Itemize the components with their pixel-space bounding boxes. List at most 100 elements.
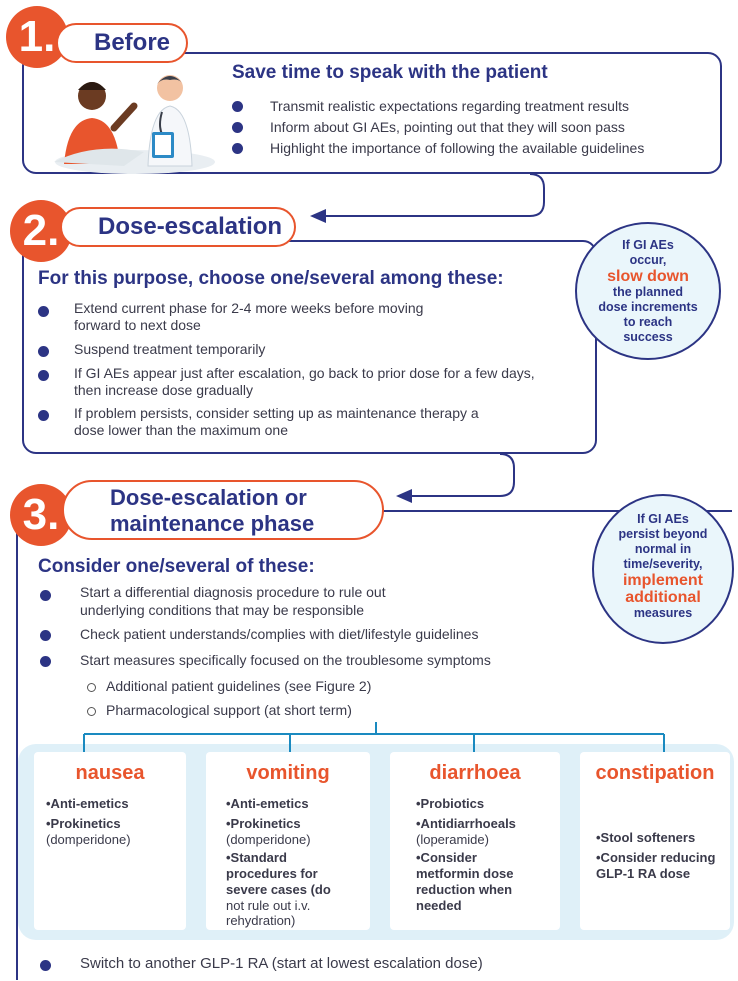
step3-bubble-line1: If GI AEs <box>637 512 689 526</box>
diarrhoea-item-2: •Antidiarrhoeals <box>416 816 516 831</box>
diarrhoea-item-3d-text: needed <box>416 898 462 913</box>
diarrhoea-item-3c-text: reduction when <box>416 882 513 897</box>
step3-bullet-2: Check patient understands/complies with … <box>80 626 479 642</box>
step3-bubble-line4: time/severity, <box>623 557 703 571</box>
constipation-item-1: •Stool softeners <box>596 830 695 845</box>
step2-bullet-1a: Extend current phase for 2-4 more weeks … <box>74 300 424 316</box>
symptom-title-constipation: constipation <box>595 762 715 784</box>
diarrhoea-item-3b-text: metformin dose <box>416 866 514 881</box>
doctor-patient-illustration <box>54 75 215 174</box>
vomiting-item-1: •Anti-emetics <box>226 796 309 811</box>
vomiting-item-3c-text: severe cases (do <box>226 882 331 897</box>
step2-bubble-line4: dose increments <box>598 300 698 314</box>
step3-heading: Consider one/several of these: <box>38 556 315 577</box>
step2-bullet-4a: If problem persists, consider setting up… <box>74 405 479 421</box>
symptom-title-vomiting: vomiting <box>246 762 330 784</box>
step2-bubble-line1: If GI AEs <box>622 238 674 252</box>
step3-bullet-1-dot <box>40 590 51 601</box>
vomiting-item-2-detail: (domperidone) <box>226 832 311 847</box>
symptom-title-nausea: nausea <box>75 762 145 784</box>
step2-bullet-2-dot <box>38 346 49 357</box>
constipation-item-2b: GLP-1 RA dose <box>596 866 690 881</box>
vomiting-item-1-text: •Anti-emetics <box>226 796 309 811</box>
step2-panel <box>22 240 597 454</box>
step3-sub-bullet-1-ring <box>87 683 96 692</box>
step2-bullet-3-dot <box>38 370 49 381</box>
vomiting-item-3b: procedures for <box>226 866 318 881</box>
step3-title-line2: maintenance phase <box>110 511 315 536</box>
symptoms-tree-connector <box>83 722 665 752</box>
step3-title-pill: Dose-escalation or maintenance phase <box>62 480 384 540</box>
step3-bullet-3-dot <box>40 656 51 667</box>
nausea-item-1: •Anti-emetics <box>46 796 129 811</box>
vomiting-item-3e: rehydration) <box>226 913 296 928</box>
step3-final-bullet-dot <box>40 960 51 971</box>
step2-slow-down-bubble: If GI AEs occur, slow down the planned d… <box>575 222 721 360</box>
vomiting-item-3b-text: procedures for <box>226 866 318 881</box>
step1-bullet-2: Inform about GI AEs, pointing out that t… <box>270 119 625 135</box>
vomiting-item-3a: •Standard <box>226 850 287 865</box>
step3-implement-bubble: If GI AEs persist beyond normal in time/… <box>592 494 734 644</box>
step2-bullet-3b: then increase dose gradually <box>74 382 254 398</box>
step1-title: Before <box>56 23 188 63</box>
step2-bubble-line2: occur, <box>629 253 667 267</box>
step3-bubble-line3: normal in <box>634 542 692 556</box>
step3-bullet-1a: Start a differential diagnosis procedure… <box>80 584 386 600</box>
step3-title-line1: Dose-escalation or <box>110 485 307 510</box>
step2-bullet-4b: dose lower than the maximum one <box>74 422 288 438</box>
vomiting-item-3a-text: •Standard <box>226 850 287 865</box>
step3-bubble-highlight2: additional <box>625 589 701 606</box>
diarrhoea-item-3d: needed <box>416 898 462 913</box>
step3-bubble-line5: measures <box>633 606 693 620</box>
constipation-item-2a-text: •Consider reducing <box>596 850 716 865</box>
nausea-item-1-text: •Anti-emetics <box>46 796 129 811</box>
symptom-tile-vomiting: vomiting •Anti-emetics •Prokinetics (dom… <box>206 752 370 930</box>
step2-number-badge: 2. <box>10 200 72 262</box>
step3-bullet-2-dot <box>40 630 51 641</box>
constipation-item-2a: •Consider reducing <box>596 850 715 865</box>
diarrhoea-item-3a: •Consider <box>416 850 477 865</box>
step3-sub-bullet-2: Pharmacological support (at short term) <box>106 702 352 718</box>
vomiting-item-2-text: •Prokinetics <box>226 816 301 831</box>
step2-bullet-4-dot <box>38 410 49 421</box>
step3-number-badge: 3. <box>10 484 72 546</box>
step3-final-bullet: Switch to another GLP-1 RA (start at low… <box>80 955 483 972</box>
constipation-item-2b-text: GLP-1 RA dose <box>596 866 691 881</box>
step3-bubble-highlight1: implement <box>622 572 703 589</box>
diarrhoea-item-3c: reduction when <box>416 882 512 897</box>
vomiting-item-2: •Prokinetics <box>226 816 301 831</box>
nausea-item-2-detail: (domperidone) <box>46 832 131 847</box>
step1-bullet-1-dot <box>232 101 243 112</box>
vomiting-item-3d: not rule out i.v. <box>226 898 311 913</box>
step2-title: Dose-escalation <box>60 207 296 247</box>
step2-bubble-highlight: slow down <box>607 268 689 285</box>
step2-bubble-line6: success <box>623 330 673 344</box>
step2-heading: For this purpose, choose one/several amo… <box>38 268 504 289</box>
nausea-item-2: •Prokinetics <box>46 816 121 831</box>
step2-bubble-line5: to reach <box>623 315 673 329</box>
connector-arrow-1-2 <box>310 173 545 223</box>
symptom-title-diarrhoea: diarrhoea <box>429 762 521 784</box>
step1-bullet-1: Transmit realistic expectations regardin… <box>270 98 629 114</box>
step3-bullet-1b: underlying conditions that may be respon… <box>80 602 365 618</box>
diarrhoea-item-2-text: •Antidiarrhoeals <box>416 816 516 831</box>
symptom-tile-diarrhoea: diarrhoea •Probiotics •Antidiarrhoeals (… <box>390 752 560 930</box>
symptom-tile-nausea: nausea •Anti-emetics •Prokinetics (dompe… <box>34 752 186 930</box>
step3-sub-bullet-2-ring <box>87 707 96 716</box>
constipation-item-1-text: •Stool softeners <box>596 830 696 845</box>
step1-bullet-2-dot <box>232 122 243 133</box>
step2-bullet-1b: forward to next dose <box>74 317 201 333</box>
nausea-item-2-text: •Prokinetics <box>46 816 121 831</box>
diarrhoea-item-2-detail: (loperamide) <box>416 832 489 847</box>
vomiting-item-3c: severe cases (do <box>226 882 331 897</box>
step2-bubble-line3: the planned <box>612 285 684 299</box>
step3-bullet-3: Start measures specifically focused on t… <box>80 652 491 668</box>
diarrhoea-item-1: •Probiotics <box>416 796 484 811</box>
step2-bullet-2: Suspend treatment temporarily <box>74 341 266 357</box>
step1-bullet-3-dot <box>232 143 243 154</box>
diarrhoea-item-3b: metformin dose <box>416 866 514 881</box>
symptom-tile-constipation: constipation •Stool softeners •Consider … <box>580 752 730 930</box>
step1-bullet-3: Highlight the importance of following th… <box>270 140 645 156</box>
step1-heading: Save time to speak with the patient <box>232 62 548 83</box>
step2-bullet-1-dot <box>38 306 49 317</box>
